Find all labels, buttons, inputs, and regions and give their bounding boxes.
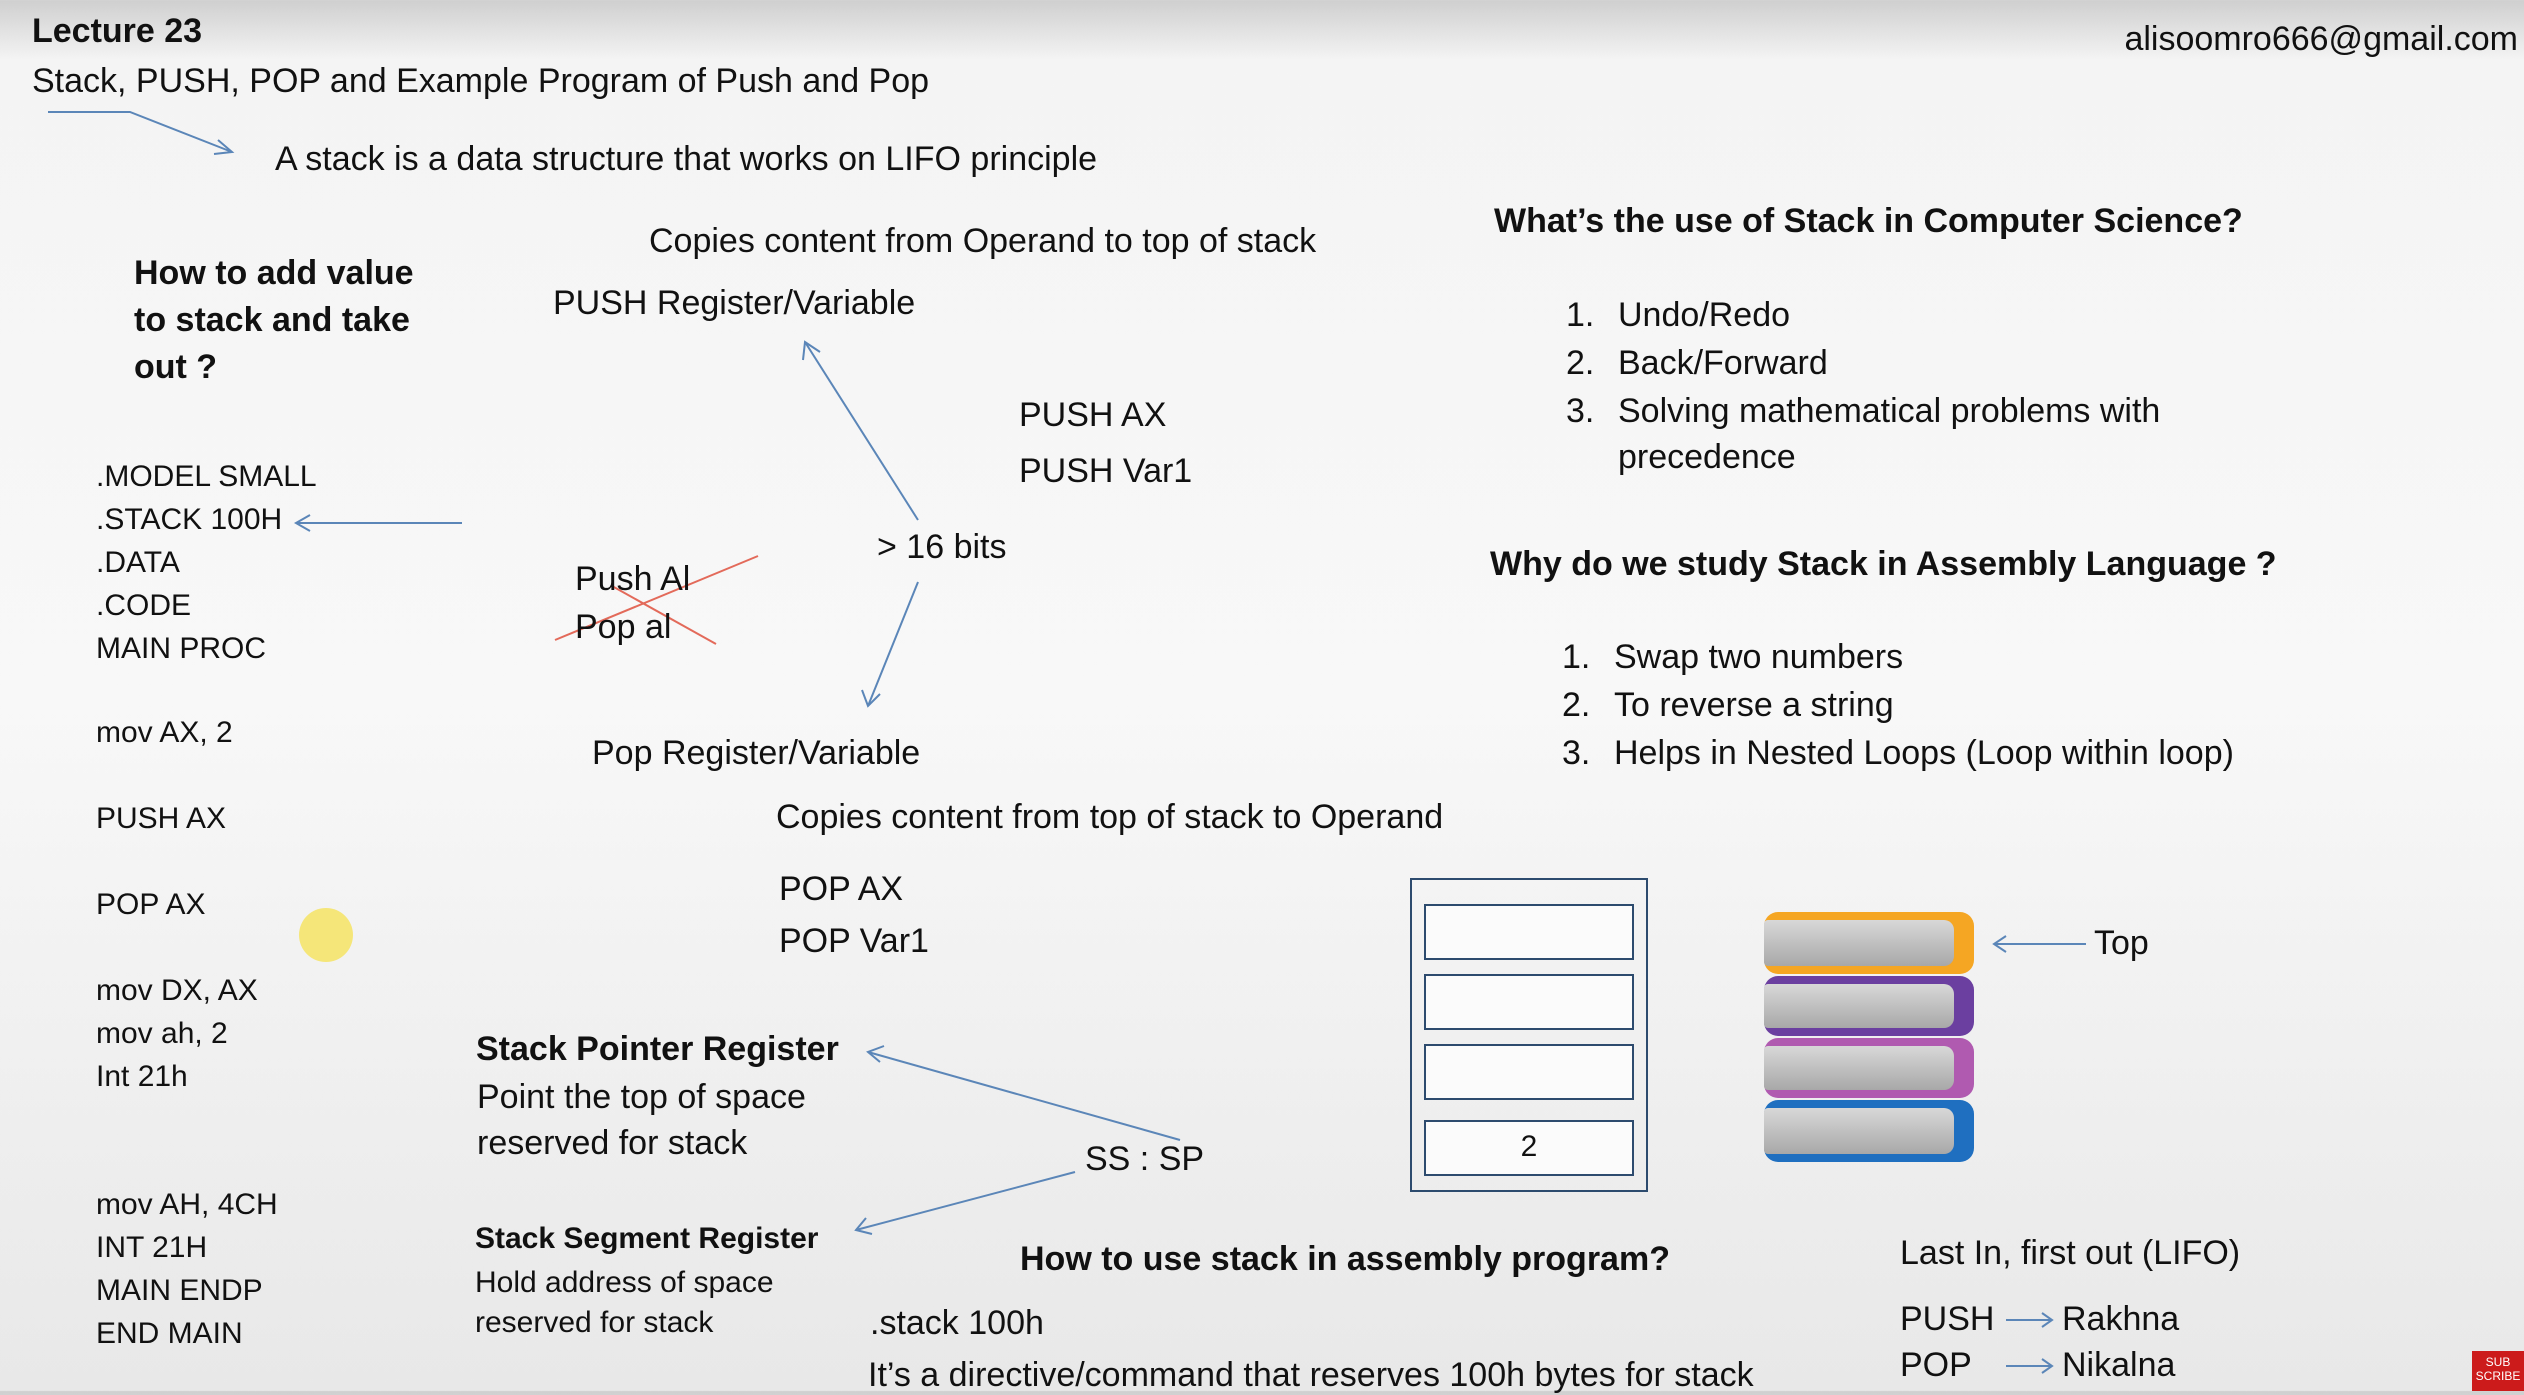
- lifo-push: PUSH: [1900, 1300, 1995, 1338]
- top-label: Top: [2094, 924, 2149, 962]
- ss-register-desc: reserved for stack: [475, 1306, 714, 1339]
- push-example: PUSH Var1: [1019, 452, 1193, 490]
- sp-register-desc: Point the top of space: [477, 1078, 806, 1116]
- lecture-number: Lecture 23: [32, 12, 203, 50]
- crossed-push-al: Push Al: [575, 560, 691, 598]
- program-line: .DATA: [96, 546, 180, 579]
- program-line: MAIN ENDP: [96, 1274, 263, 1307]
- pop-syntax: Pop Register/Variable: [592, 734, 921, 772]
- stack-directive: .stack 100h: [870, 1304, 1044, 1342]
- lifo-push-meaning: Rakhna: [2062, 1300, 2180, 1338]
- program-line: .CODE: [96, 589, 192, 622]
- why-heading: Why do we study Stack in Assembly Langua…: [1490, 545, 2277, 583]
- directive-explanation: It’s a directive/command that reserves 1…: [868, 1356, 1754, 1394]
- program-line: END MAIN: [96, 1317, 243, 1350]
- sp-register-desc: reserved for stack: [477, 1124, 748, 1162]
- pop-description: Copies content from top of stack to Oper…: [776, 798, 1444, 836]
- stack-slot: [1424, 904, 1634, 960]
- program-line: mov AH, 4CH: [96, 1188, 278, 1221]
- book-pink: [1764, 1038, 1974, 1098]
- program-line: PUSH AX: [96, 802, 227, 835]
- program-line: mov ah, 2: [96, 1017, 228, 1050]
- lecture-title: Stack, PUSH, POP and Example Program of …: [32, 62, 930, 100]
- ss-register-desc: Hold address of space: [475, 1266, 774, 1299]
- bits-label: > 16 bits: [877, 528, 1007, 566]
- book-orange: [1764, 912, 1974, 974]
- push-syntax: PUSH Register/Variable: [553, 284, 916, 322]
- pointer-highlight: [299, 908, 353, 962]
- use-item: Undo/Redo: [1618, 296, 1791, 334]
- stack-diagram: 2: [1410, 878, 1648, 1192]
- program-line: mov DX, AX: [96, 974, 258, 1007]
- lifo-pop: POP: [1900, 1346, 1972, 1384]
- stack-slot: [1424, 1044, 1634, 1100]
- use-item: Back/Forward: [1618, 344, 1828, 382]
- program-line: Int 21h: [96, 1060, 188, 1093]
- pop-example: POP Var1: [779, 922, 929, 960]
- program-line: INT 21H: [96, 1231, 208, 1264]
- stack-slot: [1424, 974, 1634, 1030]
- stack-slot-bottom: 2: [1424, 1120, 1634, 1176]
- lifo-pop-meaning: Nikalna: [2062, 1346, 2176, 1384]
- push-description: Copies content from Operand to top of st…: [649, 222, 1317, 260]
- book-purple: [1764, 976, 1974, 1036]
- ss-sp-label: SS : SP: [1085, 1140, 1205, 1178]
- stack-definition: A stack is a data structure that works o…: [275, 140, 1098, 178]
- how-to-use-heading: How to use stack in assembly program?: [1020, 1240, 1670, 1278]
- program-line: mov AX, 2: [96, 716, 233, 749]
- push-example: PUSH AX: [1019, 396, 1167, 434]
- crossed-pop-al: Pop al: [575, 608, 672, 646]
- how-to-add-heading: How to add value to stack and take out ?: [134, 254, 414, 386]
- program-line: MAIN PROC: [96, 632, 267, 665]
- program-line: .STACK 100H: [96, 503, 283, 536]
- use-item: Solving mathematical problems with: [1618, 392, 2161, 430]
- book-blue: [1764, 1100, 1974, 1162]
- ss-register-title: Stack Segment Register: [475, 1222, 819, 1255]
- why-item: To reverse a string: [1614, 686, 1894, 724]
- why-item: Swap two numbers: [1614, 638, 1904, 676]
- uses-heading: What’s the use of Stack in Computer Scie…: [1494, 202, 2243, 240]
- use-item-continued: precedence: [1618, 438, 1796, 476]
- program-line: POP AX: [96, 888, 206, 921]
- why-item: Helps in Nested Loops (Loop within loop): [1614, 734, 2234, 772]
- subscribe-badge[interactable]: SUB SCRIBE: [2472, 1351, 2524, 1391]
- program-line: .MODEL SMALL: [96, 460, 317, 493]
- pop-example: POP AX: [779, 870, 904, 908]
- sp-register-title: Stack Pointer Register: [476, 1030, 839, 1068]
- lifo-heading: Last In, first out (LIFO): [1900, 1234, 2241, 1272]
- author-email: alisoomro666@gmail.com: [2124, 20, 2518, 58]
